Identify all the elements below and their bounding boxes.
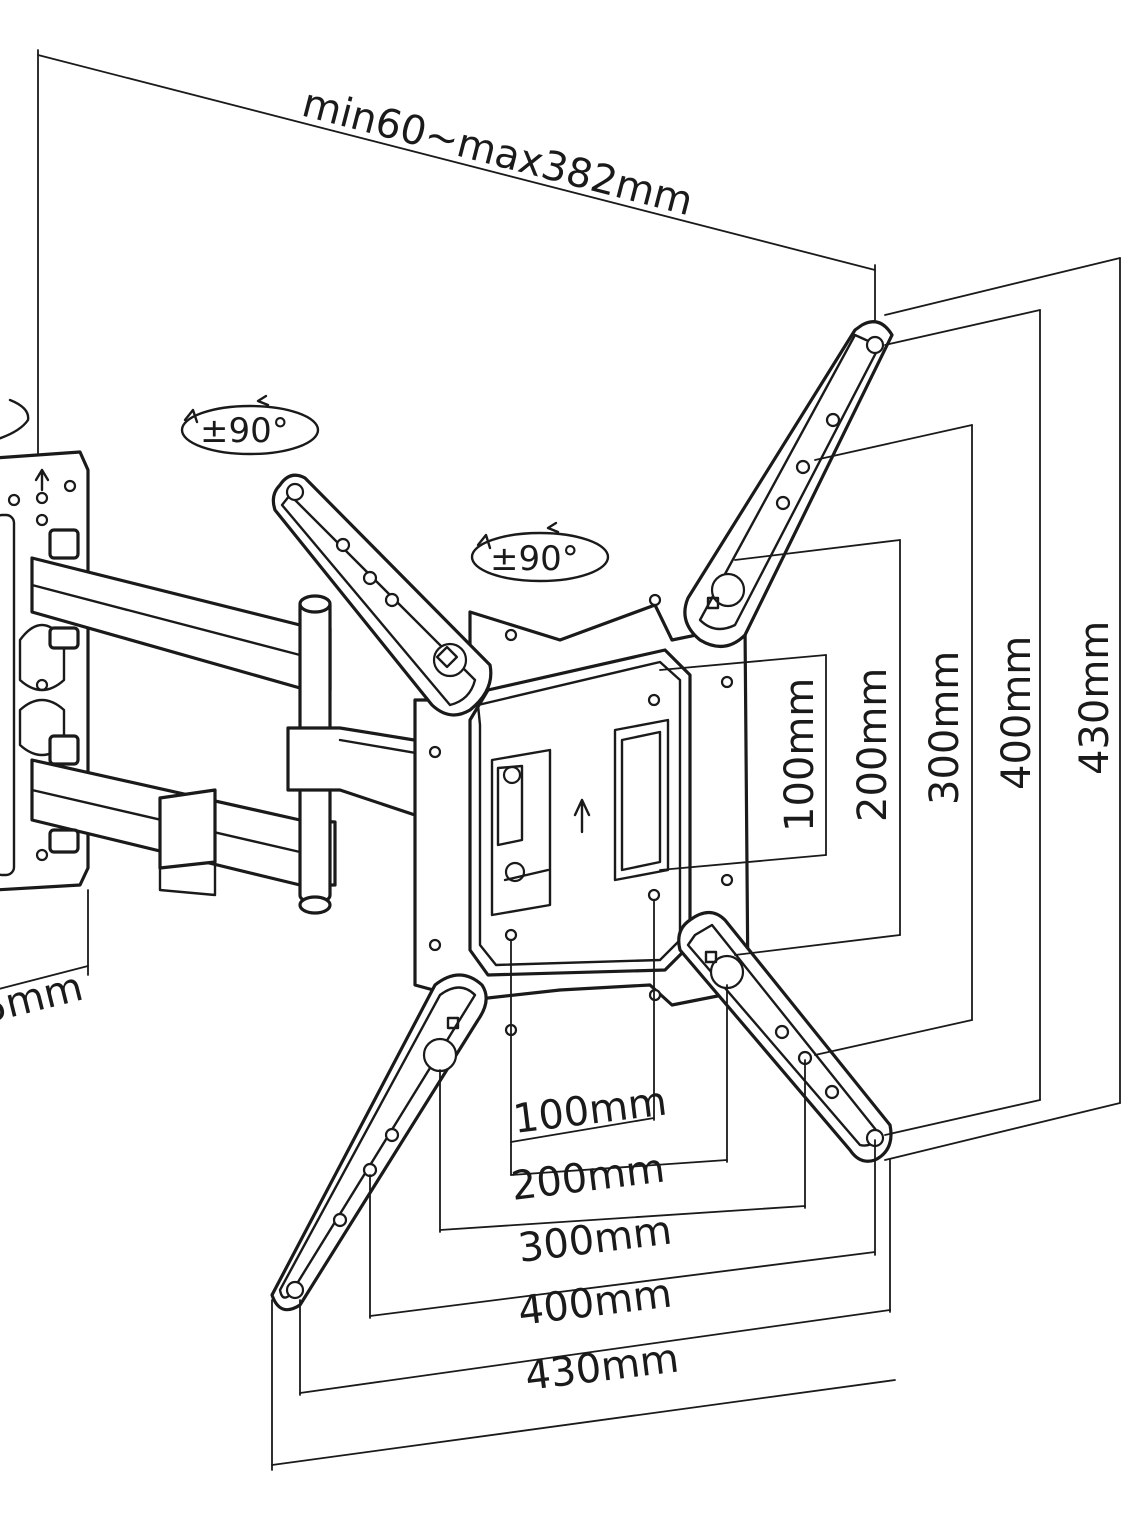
plate-rotation-label: ±90° bbox=[490, 539, 579, 579]
arm-rotation-indicator: ±90° bbox=[180, 394, 320, 456]
vertical-label-100: 100mm bbox=[777, 678, 823, 832]
arm-upper-left bbox=[271, 473, 493, 717]
vertical-label-300: 300mm bbox=[922, 651, 968, 805]
plate-rotation-indicator: ±90° bbox=[470, 521, 610, 583]
horizontal-label-200: 200mm bbox=[509, 1145, 668, 1209]
articulating-arms bbox=[30, 528, 447, 915]
horizontal-label-300: 300mm bbox=[516, 1207, 675, 1271]
vertical-dimensions: 100mm 200mm 300mm 400mm 430mm bbox=[659, 257, 1121, 1161]
horizontal-label-430: 430mm bbox=[523, 1335, 682, 1399]
arm-upper-right bbox=[683, 320, 894, 648]
arm-extension-dimension: min60~max382mm bbox=[37, 49, 876, 456]
tv-plate bbox=[413, 593, 750, 1037]
vertical-label-200: 200mm bbox=[850, 668, 896, 822]
arm-rotation-label: ±90° bbox=[200, 411, 289, 451]
vertical-label-430: 430mm bbox=[1072, 621, 1118, 775]
depth-label: 65mm bbox=[0, 964, 87, 1040]
arm-extension-label: min60~max382mm bbox=[297, 80, 697, 225]
partial-rotation-indicator bbox=[0, 398, 30, 440]
arm-lower-left bbox=[270, 973, 488, 1312]
depth-dimension: 65mm bbox=[0, 889, 89, 1040]
horizontal-label-400: 400mm bbox=[516, 1270, 675, 1334]
vertical-label-400: 400mm bbox=[994, 636, 1040, 790]
horizontal-label-100: 100mm bbox=[511, 1078, 670, 1142]
